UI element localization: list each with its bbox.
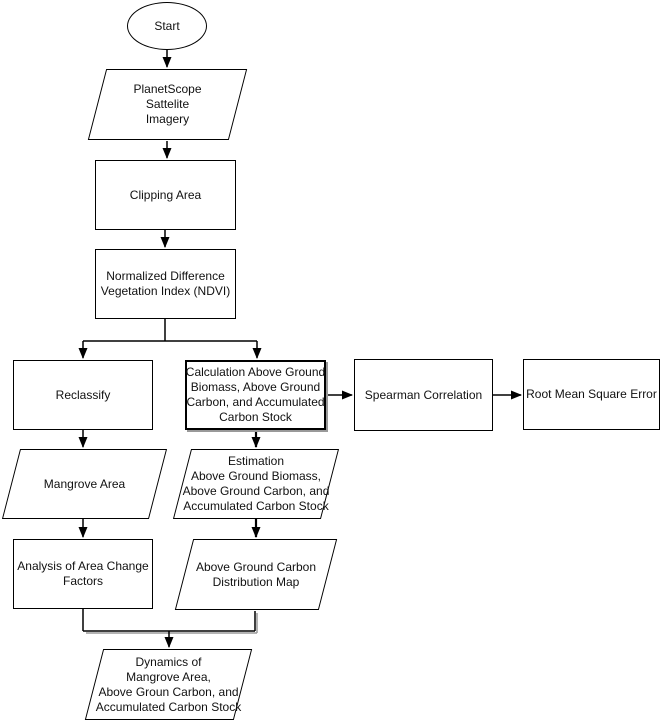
node-spearman-correlation: Spearman Correlation xyxy=(354,359,493,431)
node-spearman-correlation-label: Spearman Correlation xyxy=(364,387,483,402)
node-carbon-distribution-map-label: Above Ground Carbon Distribution Map xyxy=(195,559,317,589)
node-ndvi-label: Normalized Difference Vegetation Index (… xyxy=(100,269,231,298)
node-rmse: Root Mean Square Error xyxy=(523,359,660,430)
node-analysis-area-change: Analysis of Area Change Factors xyxy=(13,539,153,609)
node-dynamics-label: Dynamics of Mangrove Area, Above Groun C… xyxy=(95,654,242,714)
node-dynamics: Dynamics of Mangrove Area, Above Groun C… xyxy=(84,649,253,720)
node-calculation-label: Calculation Above Ground Biomass, Above … xyxy=(185,365,326,424)
node-clipping-area: Clipping Area xyxy=(95,160,236,230)
node-start-label: Start xyxy=(154,18,180,33)
node-analysis-area-change-label: Analysis of Area Change Factors xyxy=(17,559,149,588)
node-estimation: Estimation Above Ground Biomass, Above G… xyxy=(172,449,340,519)
node-reclassify: Reclassify xyxy=(13,360,153,430)
node-reclassify-label: Reclassify xyxy=(55,387,111,402)
node-planetscope-imagery: PlanetScope Sattelite Imagery xyxy=(87,69,248,140)
node-clipping-area-label: Clipping Area xyxy=(129,187,202,202)
merge-connector-shadow xyxy=(86,613,258,634)
node-carbon-distribution-map: Above Ground Carbon Distribution Map xyxy=(174,539,338,610)
node-planetscope-imagery-label: PlanetScope Sattelite Imagery xyxy=(133,82,202,126)
node-estimation-label: Estimation Above Ground Biomass, Above G… xyxy=(182,454,330,513)
node-mangrove-area-label: Mangrove Area xyxy=(43,476,126,491)
node-rmse-label: Root Mean Square Error xyxy=(526,387,657,401)
node-mangrove-area: Mangrove Area xyxy=(1,449,168,519)
node-ndvi: Normalized Difference Vegetation Index (… xyxy=(95,249,236,319)
node-calculation: Calculation Above Ground Biomass, Above … xyxy=(185,360,326,430)
node-start: Start xyxy=(127,2,207,50)
